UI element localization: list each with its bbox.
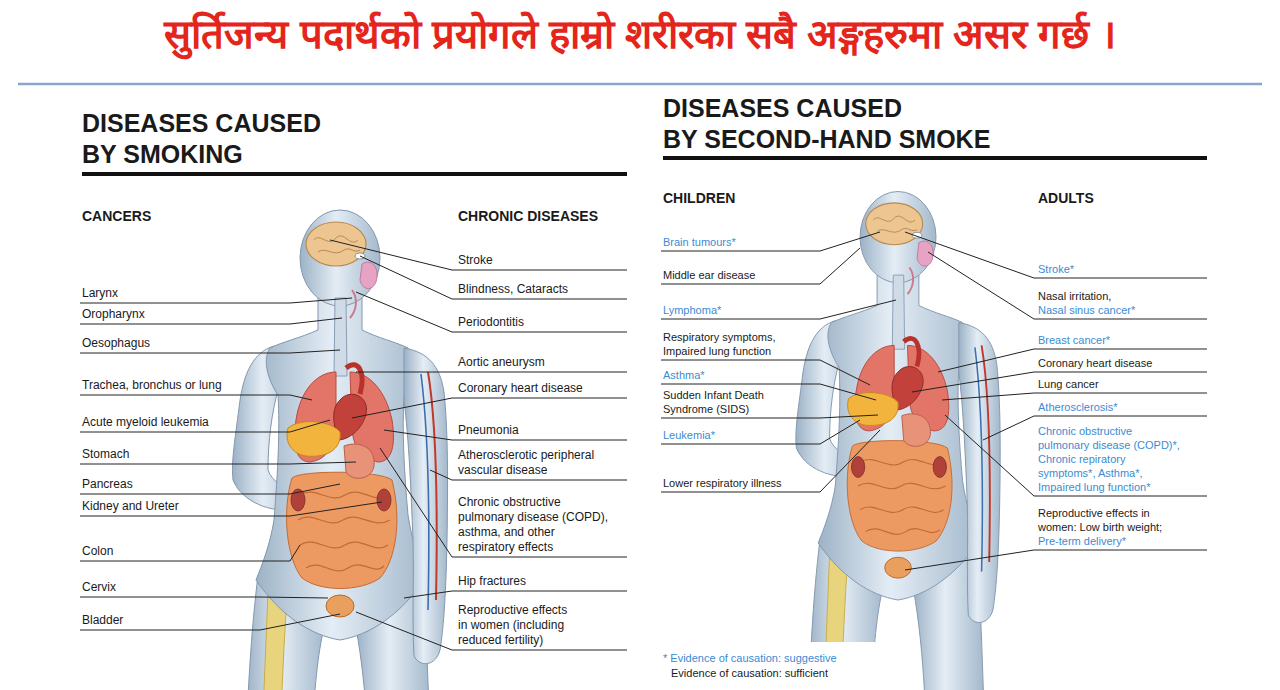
leader-line	[80, 395, 312, 400]
disease-label: Lymphoma*	[663, 303, 721, 317]
column-header: CHRONIC DISEASES	[458, 208, 598, 225]
leader-line	[661, 300, 896, 319]
disease-label: Asthma*	[663, 368, 705, 382]
disease-label: Reproductive effects in women: Low birth…	[1038, 506, 1162, 534]
disease-label: Larynx	[82, 286, 118, 301]
disease-label: Chronic obstructive pulmonary disease (C…	[458, 495, 608, 555]
leader-line	[912, 372, 1207, 392]
disease-label: Stroke*	[1038, 262, 1074, 276]
disease-label: Cervix	[82, 580, 116, 595]
disease-label: Hip fractures	[458, 574, 526, 589]
leader-line	[80, 597, 328, 598]
leader-line	[330, 240, 627, 270]
disease-label: Breast cancer*	[1038, 333, 1110, 347]
leader-line	[360, 256, 627, 299]
disease-label: Pancreas	[82, 477, 133, 492]
leader-line	[356, 292, 627, 332]
leader-line	[352, 398, 627, 418]
disease-label: Acute myeloid leukemia	[82, 415, 209, 430]
disease-label: Brain tumours*	[663, 235, 736, 249]
title-rule	[18, 83, 1262, 86]
heading-rule	[663, 156, 1207, 160]
leader-line	[945, 415, 1207, 496]
leader-line	[928, 252, 1207, 319]
leader-line	[661, 232, 880, 251]
disease-label: Bladder	[82, 613, 123, 628]
leader-line	[661, 248, 860, 284]
heading-rule	[82, 172, 627, 176]
leader-line	[905, 232, 1207, 278]
leader-line	[905, 550, 1207, 570]
panel-heading: DISEASES CAUSED BY SECOND-HAND SMOKE	[663, 93, 990, 155]
disease-label: Trachea, bronchus or lung	[82, 378, 222, 393]
disease-label: Pneumonia	[458, 423, 519, 438]
disease-label: Oesophagus	[82, 336, 150, 351]
leader-line	[942, 393, 1207, 400]
leader-line	[661, 415, 878, 418]
disease-label: Stroke	[458, 253, 493, 268]
disease-label: Sudden Infant Death Syndrome (SIDS)	[663, 388, 764, 416]
column-header: CHILDREN	[663, 190, 735, 207]
body-figure	[796, 192, 1000, 690]
disease-label: Leukemia*	[663, 428, 715, 442]
disease-label: Lower respiratory illness	[663, 476, 782, 490]
footnote: Evidence of causation: sufficient	[671, 666, 828, 680]
leader-line	[938, 349, 1207, 372]
leader-line	[404, 591, 627, 598]
leader-line	[80, 462, 356, 464]
disease-label: Aortic aneurysm	[458, 355, 545, 370]
disease-label: Nasal irritation,	[1038, 289, 1111, 303]
disease-label: Chronic obstructive pulmonary disease (C…	[1038, 424, 1180, 494]
disease-label: Lung cancer	[1038, 377, 1099, 391]
disease-label: Oropharynx	[82, 307, 145, 322]
disease-label: Coronary heart disease	[458, 381, 583, 396]
leader-line	[661, 420, 860, 444]
column-header: CANCERS	[82, 208, 151, 225]
disease-label: Coronary heart disease	[1038, 356, 1152, 370]
panel-heading: DISEASES CAUSED BY SMOKING	[82, 108, 321, 170]
disease-label: Stomach	[82, 447, 129, 462]
leader-lines	[80, 232, 1207, 650]
disease-label: Respiratory symptoms, Impaired lung func…	[663, 330, 775, 358]
leader-line	[380, 448, 627, 557]
disease-label: Reproductive effects in women (including…	[458, 603, 567, 648]
leader-line	[80, 545, 300, 561]
disease-label: Periodontitis	[458, 315, 524, 330]
leader-line	[661, 360, 870, 385]
footnote: * Evidence of causation: suggestive	[663, 651, 837, 665]
disease-label: Kidney and Ureter	[82, 499, 179, 514]
disease-label: Blindness, Cataracts	[458, 282, 568, 297]
leader-line	[80, 614, 340, 630]
disease-label: Colon	[82, 544, 113, 559]
page-title: सुर्तिजन्य पदार्थको प्रयोगले हाम्रो शरीर…	[164, 8, 1115, 60]
disease-label: Nasal sinus cancer*	[1038, 303, 1135, 317]
leader-line	[356, 372, 627, 373]
disease-label: Atherosclerotic peripheral vascular dise…	[458, 448, 594, 478]
disease-label: Middle ear disease	[663, 268, 755, 282]
column-header: ADULTS	[1038, 190, 1094, 207]
disease-label: Atherosclerosis*	[1038, 400, 1117, 414]
body-figure-clip	[796, 192, 1000, 690]
disease-label: Pre-term delivery*	[1038, 534, 1126, 548]
leader-line	[80, 298, 352, 303]
leader-line	[80, 350, 340, 353]
